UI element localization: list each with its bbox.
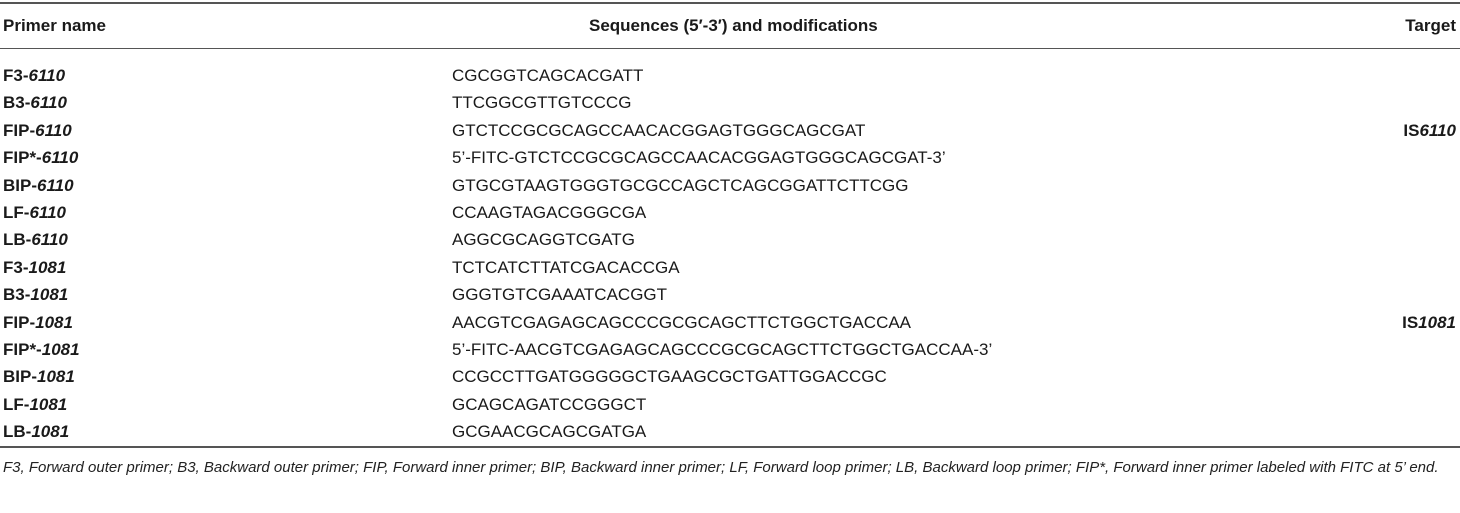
primer-name-prefix: LF- xyxy=(3,394,30,414)
table-row: LB-1081 GCGAACGCAGCGATGA xyxy=(0,418,1460,445)
primer-sequence: AACGTCGAGAGCAGCCCGCGCAGCTTCTGGCTGACCAA xyxy=(452,312,912,332)
header-rule xyxy=(0,48,1460,49)
primer-name-prefix: BIP- xyxy=(3,367,37,387)
primer-name-number: 1081 xyxy=(37,367,75,387)
primer-name: LB-6110 xyxy=(3,226,68,253)
primer-name: LF-6110 xyxy=(3,199,66,226)
primer-name-prefix: B3- xyxy=(3,285,31,305)
table-row: FIP*-1081 5’-FITC-AACGTCGAGAGCAGCCCGCGCAG… xyxy=(0,336,1460,363)
table-top-rule xyxy=(0,2,1460,4)
primer-name-prefix: FIP*- xyxy=(3,339,42,359)
primer-name-prefix: FIP- xyxy=(3,312,36,332)
primer-name-prefix: F3- xyxy=(3,257,29,277)
table-row: F3-1081 TCTCATCTTATCGACACCGA xyxy=(0,254,1460,281)
primer-name: LB-1081 xyxy=(3,418,69,445)
primer-name-number: 6110 xyxy=(28,66,66,85)
primer-name-prefix: BIP- xyxy=(3,175,37,195)
table-footnote: F3, Forward outer primer; B3, Backward o… xyxy=(3,459,1439,476)
primer-name: BIP-1081 xyxy=(3,363,75,390)
primer-name: FIP-6110 xyxy=(3,117,72,144)
table-row: LB-6110 AGGCGCAGGTCGATG xyxy=(0,226,1460,253)
primer-sequence: TCTCATCTTATCGACACCGA xyxy=(452,257,680,277)
primer-name-number: 6110 xyxy=(41,148,79,168)
primer-sequence: CGCGGTCAGCACGATT xyxy=(452,66,644,85)
primer-name-prefix: FIP- xyxy=(3,120,36,140)
primer-name: B3-1081 xyxy=(3,281,68,308)
table-row: FIP*-6110 5’-FITC-GTCTCCGCGCAGCCAACACGGAG… xyxy=(0,144,1460,171)
primer-name-prefix: LB- xyxy=(3,230,32,250)
primer-name-prefix: LF- xyxy=(3,202,30,222)
primer-sequence: GGGTGTCGAAATCACGGT xyxy=(452,285,668,305)
primer-sequence: GTGCGTAAGTGGGTGCGCCAGCTCAGCGGATTCTTCGG xyxy=(452,175,909,195)
primer-name: B3-6110 xyxy=(3,89,67,116)
header-sequences: Sequences (5′-3′) and modifications xyxy=(589,16,878,35)
target-number: 1081 xyxy=(1418,312,1456,332)
table-row: B3-6110 TTCGGCGTTGTCCCG xyxy=(0,89,1460,116)
primer-name-prefix: F3- xyxy=(3,66,29,85)
primer-name-number: 1081 xyxy=(31,422,70,442)
primer-sequence: 5’-FITC-GTCTCCGCGCAGCCAACACGGAGTGGGCAGCG… xyxy=(452,148,946,168)
primer-name: F3-6110 xyxy=(3,62,65,89)
table-bottom-rule xyxy=(0,446,1460,448)
target-number: 6110 xyxy=(1419,120,1456,140)
primer-name: FIP-1081 xyxy=(3,309,73,336)
primer-name-number: 6110 xyxy=(31,230,68,250)
table-row: B3-1081 GGGTGTCGAAATCACGGT xyxy=(0,281,1460,308)
primer-name-prefix: LB- xyxy=(3,422,32,442)
primer-name: FIP*-6110 xyxy=(3,144,78,171)
primer-sequence: GCAGCAGATCCGGGCT xyxy=(452,394,647,414)
table-row: LF-6110 CCAAGTAGACGGGCGA xyxy=(0,199,1460,226)
primer-name-number: 6110 xyxy=(37,175,74,195)
primer-name-number: 1081 xyxy=(28,257,67,277)
target-prefix: IS xyxy=(1403,120,1420,140)
primer-sequence: CCGCCTTGATGGGGGCTGAAGCGCTGATTGGACCGC xyxy=(452,367,887,387)
primer-sequence: TTCGGCGTTGTCCCG xyxy=(452,93,632,113)
primer-target: IS6110 xyxy=(1403,117,1456,144)
primer-name-prefix: B3- xyxy=(3,93,31,113)
table-row: F3-6110 CGCGGTCAGCACGATT xyxy=(0,62,1460,89)
target-prefix: IS xyxy=(1402,312,1419,332)
header-target: Target xyxy=(1405,16,1456,35)
primer-name-number: 1081 xyxy=(41,339,80,359)
primer-name-number: 1081 xyxy=(35,312,73,332)
primer-name: LF-1081 xyxy=(3,391,67,418)
primer-name-prefix: FIP*- xyxy=(3,148,42,168)
primer-name: F3-1081 xyxy=(3,254,66,281)
primer-sequence: GTCTCCGCGCAGCCAACACGGAGTGGGCAGCGAT xyxy=(452,120,866,140)
table-row: LF-1081 GCAGCAGATCCGGGCT xyxy=(0,391,1460,418)
table-row: BIP-6110 GTGCGTAAGTGGGTGCGCCAGCTCAGCGGATT… xyxy=(0,172,1460,199)
primer-target: IS1081 xyxy=(1402,309,1456,336)
primer-name-number: 1081 xyxy=(30,285,69,305)
primer-name-number: 6110 xyxy=(29,202,66,222)
primer-name-number: 1081 xyxy=(29,394,68,414)
table-row: BIP-1081 CCGCCTTGATGGGGGCTGAAGCGCTGATTGGA… xyxy=(0,363,1460,390)
primer-name-number: 6110 xyxy=(30,93,67,113)
primer-sequence: AGGCGCAGGTCGATG xyxy=(452,230,635,250)
primer-sequence: GCGAACGCAGCGATGA xyxy=(452,422,647,442)
primer-name: FIP*-1081 xyxy=(3,336,80,363)
primer-name-number: 6110 xyxy=(35,120,72,140)
primer-sequence: CCAAGTAGACGGGCGA xyxy=(452,202,647,222)
primer-name: BIP-6110 xyxy=(3,172,74,199)
header-primer-name: Primer name xyxy=(3,16,106,35)
primer-sequence: 5’-FITC-AACGTCGAGAGCAGCCCGCGCAGCTTCTGGCT… xyxy=(452,339,993,359)
